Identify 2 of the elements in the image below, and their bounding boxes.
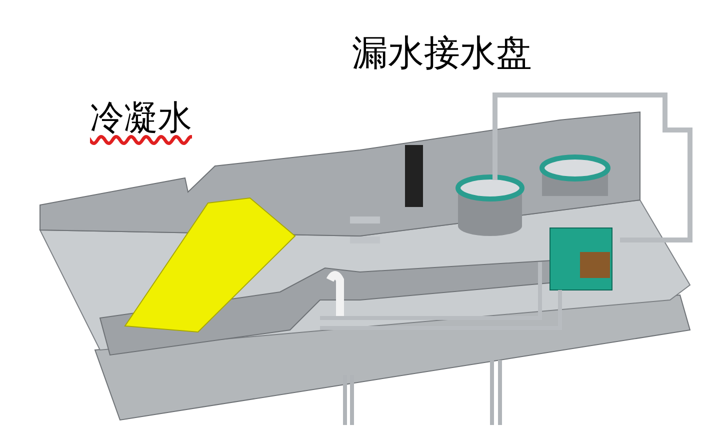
part-label: 漏水接水盘 — [352, 32, 532, 76]
part-label: 冷凝水 — [90, 98, 192, 139]
